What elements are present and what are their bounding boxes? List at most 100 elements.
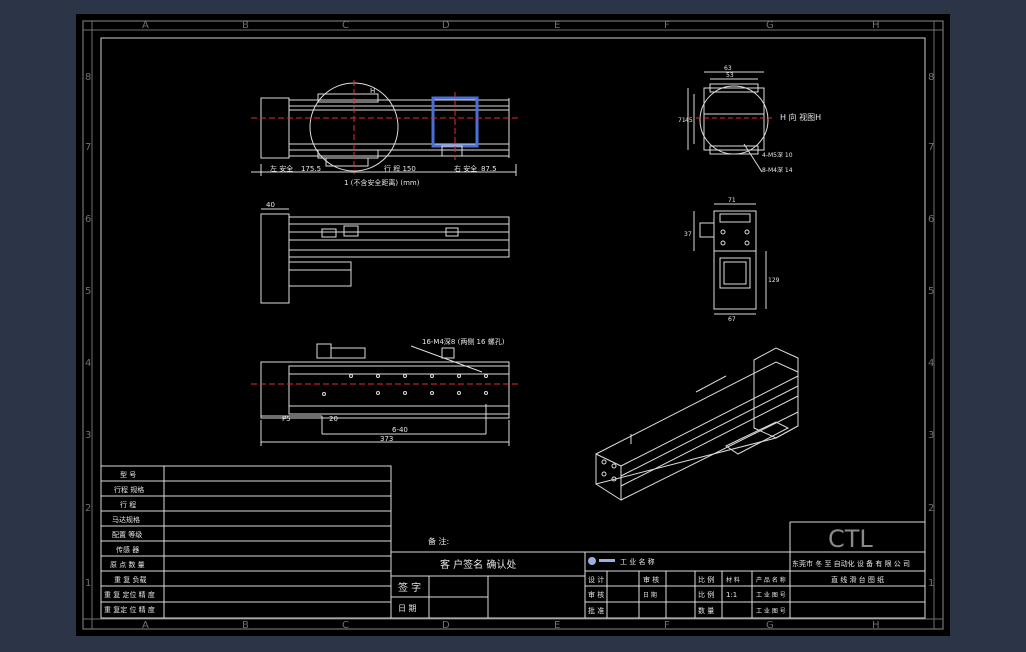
side-view <box>260 208 510 304</box>
zone-row-5: 5 <box>85 286 91 297</box>
date-cell: 日 期 <box>643 591 657 599</box>
zone-col-g-bottom: G <box>766 620 774 631</box>
zone-row-7: 7 <box>85 142 91 153</box>
material-label: 材 料 <box>726 576 740 584</box>
bottom-dim-total: 373 <box>380 435 393 443</box>
right-safety-value: 87.5 <box>481 165 497 173</box>
ratio-value: 1:1 <box>726 591 737 599</box>
section-dim-right: 129 <box>768 277 780 284</box>
end-note-1: 4-M5深 10 <box>762 151 793 159</box>
spec-row-1: 型 号 <box>120 470 136 479</box>
zone-col-g: G <box>766 20 774 31</box>
check-label: 审 核 <box>643 575 659 584</box>
audit-label: 审 核 <box>588 590 604 599</box>
spec-row-9: 重 复 定位 精 度 <box>104 590 155 599</box>
left-safety-value: 175.5 <box>301 165 321 173</box>
spec-row-2: 行程 规格 <box>114 485 144 494</box>
remark-label: 备 注: <box>428 536 449 546</box>
count-label: 数 量 <box>698 606 714 615</box>
zone-col-h: H <box>872 20 880 31</box>
zone-col-a: A <box>142 20 149 31</box>
zone-row-2-right: 2 <box>928 503 934 514</box>
part-no-label: 工 业 图 号 <box>756 607 786 615</box>
spec-row-7: 原 点 数 量 <box>110 560 145 569</box>
zone-row-8-right: 8 <box>928 72 934 83</box>
spec-row-5: 配置 等级 <box>112 530 142 539</box>
left-safety-label: 左 安全 <box>270 164 293 173</box>
top-view-mark-h: H <box>370 87 375 95</box>
date-label: 日 期 <box>398 604 417 613</box>
ratio-label: 比 例 <box>698 575 714 584</box>
zone-row-6-right: 6 <box>928 214 934 225</box>
end-dim-top2: 53 <box>726 72 734 79</box>
side-dim-left: 40 <box>266 201 275 209</box>
bottom-dim-b: 20 <box>329 415 338 423</box>
zone-row-4: 4 <box>85 358 91 369</box>
company-logo-mark <box>588 557 615 565</box>
approve-label: 批 准 <box>588 606 604 615</box>
bottom-dim-a: P5 <box>282 415 291 423</box>
zone-row-2: 2 <box>85 503 91 514</box>
zone-row-3-right: 3 <box>928 430 934 441</box>
zone-col-e-bottom: E <box>554 620 560 631</box>
end-dim-top1: 63 <box>724 65 732 72</box>
spec-table <box>100 465 392 619</box>
drawing-sheet: A B C D E F G H A B C D E F G H 8 7 6 5 … <box>76 14 950 636</box>
section-dim-bottom: 67 <box>728 316 736 323</box>
section-view <box>693 203 767 315</box>
zone-col-b-bottom: B <box>242 620 249 631</box>
overall-label: 1 (不含安全距离) (mm) <box>344 178 420 187</box>
zone-row-7-right: 7 <box>928 142 934 153</box>
spec-row-3: 行 程 <box>120 500 136 509</box>
zone-row-1-right: 1 <box>928 578 934 589</box>
spec-row-4: 马达规格 <box>112 515 140 524</box>
zone-col-c-bottom: C <box>342 620 349 631</box>
scale-label: 比 例 <box>698 590 714 599</box>
section-dim-top: 71 <box>728 197 736 204</box>
end-note-2: 8-M4深 14 <box>762 166 793 174</box>
logo-text: CTL <box>828 525 873 553</box>
zone-col-f-bottom: F <box>664 620 670 631</box>
company-name: 东莞市 冬 至 自动化 设 备 有 限 公 司 <box>792 559 910 568</box>
zone-row-3: 3 <box>85 430 91 441</box>
confirm-label: 客 户签名 确认处 <box>440 558 516 571</box>
row-labels-right: 8 7 6 5 4 3 2 1 <box>928 72 934 589</box>
zone-row-5-right: 5 <box>928 286 934 297</box>
title-block <box>584 521 926 619</box>
zone-col-h-bottom: H <box>872 620 880 631</box>
section-dim-left: 37 <box>684 231 692 238</box>
zone-row-8: 8 <box>85 72 91 83</box>
zone-col-a-bottom: A <box>142 620 149 631</box>
design-label: 设 计 <box>588 575 604 584</box>
sign-label: 签 字 <box>398 581 421 594</box>
spec-row-8: 重 复 负载 <box>114 575 146 584</box>
project-label: 工 业 名 称 <box>620 557 655 566</box>
top-view <box>251 80 519 176</box>
end-dim-left1: 71 <box>678 117 686 124</box>
isometric-view <box>595 347 799 501</box>
zone-col-d: D <box>442 20 450 31</box>
cad-drawing: A B C D E F G H A B C D E F G H 8 7 6 5 … <box>82 20 944 631</box>
bottom-dim-c: 6-40 <box>392 426 408 434</box>
stroke-label: 行 程 150 <box>384 164 416 173</box>
spec-row-10: 重 复定 位 精 度 <box>104 605 155 614</box>
zone-col-c: C <box>342 20 349 31</box>
zone-col-e: E <box>554 20 560 31</box>
zone-col-d-bottom: D <box>442 620 450 631</box>
zone-col-f: F <box>664 20 670 31</box>
end-dim-left2: 45 <box>685 117 693 124</box>
inner-frame <box>100 37 926 619</box>
zone-row-6: 6 <box>85 214 91 225</box>
column-labels-bottom: A B C D E F G H <box>142 620 880 631</box>
code-label: 工 业 图 号 <box>756 591 786 599</box>
right-safety-label: 右 安全 <box>454 164 477 173</box>
row-labels-left: 8 7 6 5 4 3 2 1 <box>85 72 91 589</box>
end-view <box>687 71 772 173</box>
product-name-label: 产 品 名 称 <box>756 576 786 584</box>
bottom-view <box>251 343 519 446</box>
zone-col-b: B <box>242 20 249 31</box>
zone-row-1: 1 <box>85 578 91 589</box>
holes-note: 16-M4深8 (两侧 16 螺孔) <box>422 337 505 346</box>
zone-row-4-right: 4 <box>928 358 934 369</box>
drawing-title: 直 线 滑 台 图 纸 <box>831 575 884 584</box>
